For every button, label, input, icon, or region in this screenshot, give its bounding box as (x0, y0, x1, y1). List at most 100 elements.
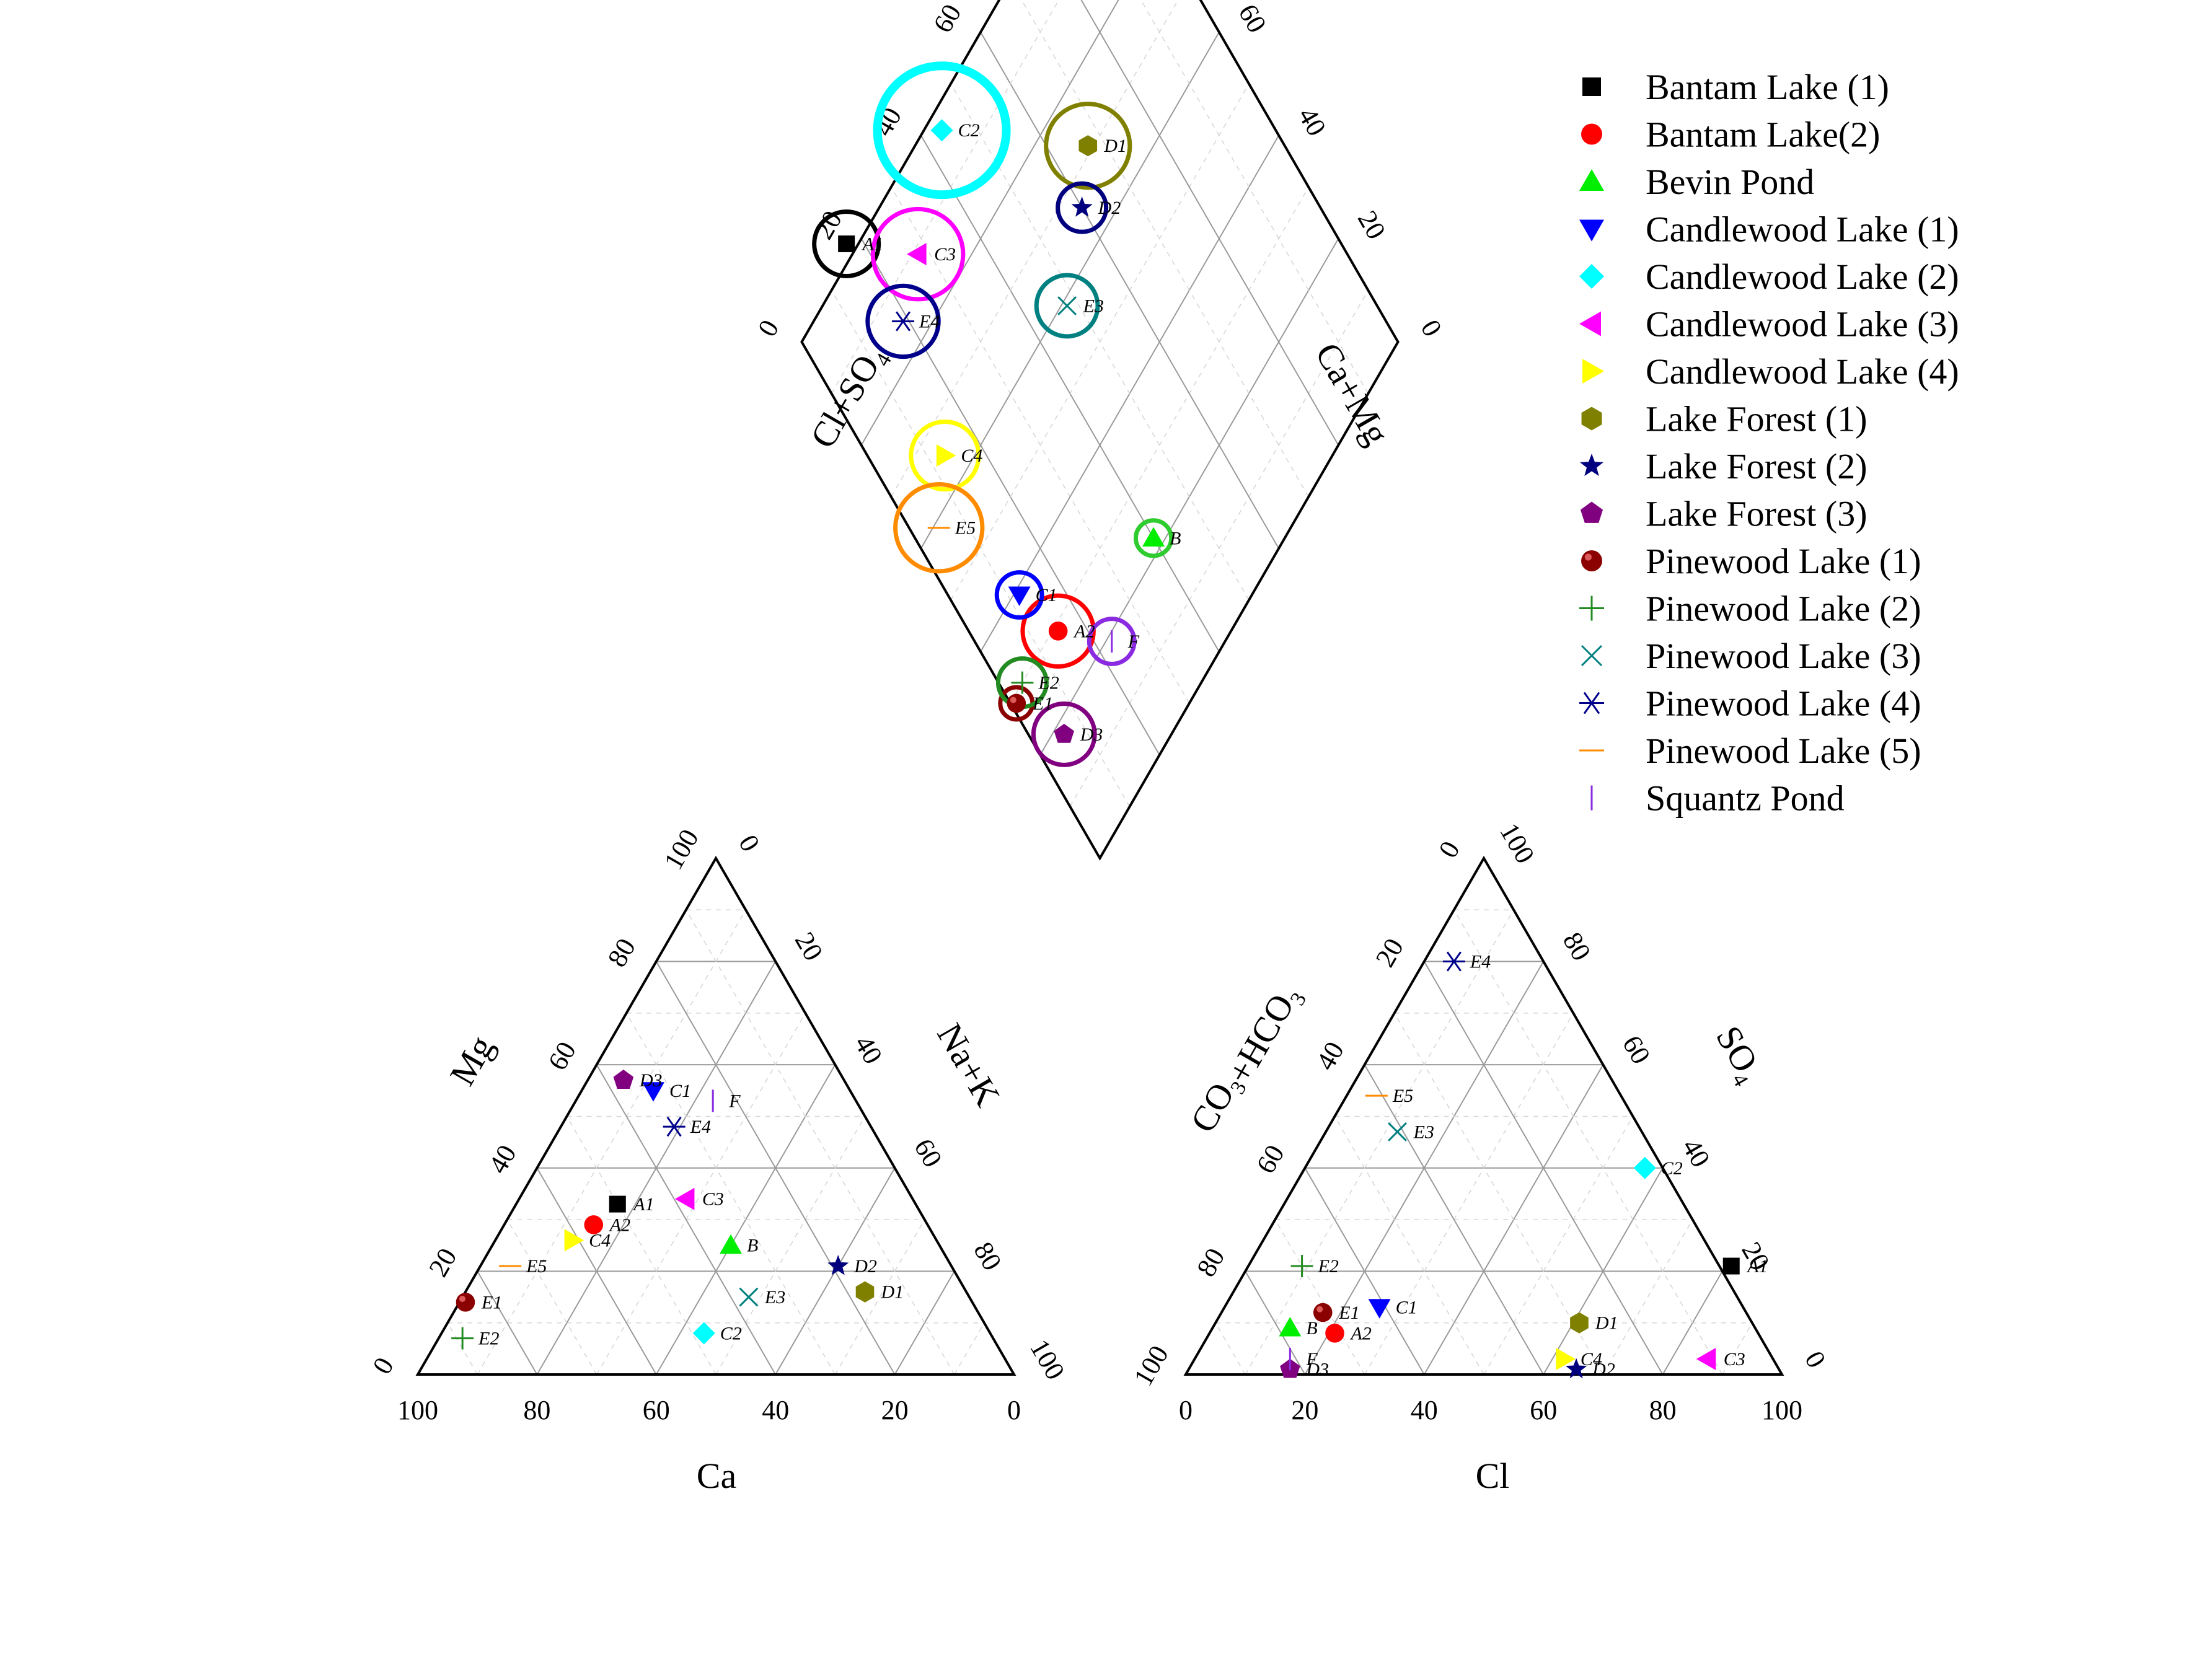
sample-d1-cation-marker (855, 1281, 875, 1303)
anion-bottom-axis-title: Cl (1476, 1456, 1510, 1496)
anion-right-tick-1: 80 (1557, 927, 1597, 966)
cation-grid-line-5-1 (566, 1116, 717, 1375)
cation-grid-line-5-2 (715, 1116, 866, 1375)
sample-d1-diamond-ring (1044, 102, 1132, 190)
sample-c3-cation-marker (674, 1187, 695, 1210)
anion-bottom-tick-5: 100 (1762, 1395, 1802, 1425)
legend-label-11: Pinewood Lake (1) (1646, 541, 1921, 581)
legend-marker-12 (1579, 596, 1604, 621)
sample-e5-diamond-label: E5 (955, 518, 976, 539)
legend-item-14: Pinewood Lake (4) (1579, 684, 1921, 724)
diamond-left-axis-title: Cl+SO4 (802, 348, 896, 454)
sample-f-cation-label: F (728, 1091, 741, 1111)
diamond-right-tick-5: 0 (1415, 315, 1448, 342)
sample-e3-cation-label: E3 (764, 1287, 785, 1308)
sample-d1-diamond-marker (1078, 135, 1098, 157)
anion-bottom-tick-1: 20 (1291, 1395, 1318, 1425)
diamond-grid-line-b9 (1140, 0, 1369, 394)
sample-f-diamond-label: F (1127, 631, 1140, 652)
sample-e1-cation-marker (456, 1293, 475, 1312)
sample-e1-cation-label: E1 (481, 1292, 502, 1313)
sample-c2-diamond-ring (873, 61, 1011, 200)
anion-triangle-frame (1183, 855, 1784, 1376)
sample-d3-diamond-marker (1054, 723, 1075, 743)
sample-e1-anion-label: E1 (1338, 1303, 1359, 1323)
anion-right-tick-0: 100 (1494, 818, 1540, 869)
anion-grid-line-3-1 (1274, 1219, 1365, 1375)
sample-c3-diamond-marker (907, 243, 927, 266)
diamond-grid-line-a8 (860, 0, 1119, 446)
sample-c3-cation-label: C3 (702, 1189, 724, 1210)
legend-label-8: Lake Forest (1) (1646, 399, 1867, 439)
sample-e3-diamond-ring (1034, 273, 1100, 339)
diamond-left-tick-0: 0 (752, 315, 785, 342)
legend-item-5: Candlewood Lake (2) (1579, 257, 1959, 297)
diamond-left-tick-3: 60 (927, 0, 967, 38)
legend-label-15: Pinewood Lake (5) (1646, 731, 1921, 771)
legend-item-16: Squantz Pond (1590, 778, 1845, 819)
anion-right-tick-5: 0 (1799, 1346, 1832, 1373)
anion-grid-line-2-1 (1245, 1270, 1306, 1375)
sample-a1-diamond-label: A1 (862, 234, 883, 254)
cation-bottom-tick-2: 60 (643, 1395, 670, 1425)
diamond-right-tick-3: 40 (1292, 102, 1332, 141)
sample-c4-diamond-marker (936, 444, 956, 467)
cation-grid-line-7-2 (834, 1219, 925, 1375)
legend-marker-13 (1581, 644, 1603, 667)
sample-e3-diamond-label: E3 (1083, 296, 1104, 316)
legend-label-4: Candlewood Lake (1) (1646, 209, 1959, 250)
cation-left-tick-4: 80 (602, 933, 642, 972)
sample-c2-diamond-marker (930, 119, 953, 142)
sample-e5-anion-label: E5 (1392, 1086, 1413, 1106)
anion-left-axis-title: CO3+HCO3 (1183, 987, 1312, 1139)
legend-marker-6 (1579, 311, 1601, 336)
diamond-frame (800, 0, 1400, 861)
sample-e1-diamond-label: E1 (1032, 693, 1053, 714)
sample-b-diamond-marker (1142, 527, 1165, 547)
sample-e5-diamond-ring (893, 482, 985, 574)
sample-d2-cation-label: D2 (853, 1256, 877, 1277)
sample-c1-diamond-label: C1 (1036, 585, 1057, 605)
legend-marker-8 (1581, 407, 1602, 431)
sample-c1-anion-marker (1368, 1299, 1391, 1319)
anion-bottom-tick-2: 40 (1411, 1395, 1438, 1425)
legend-marker-11 (1581, 550, 1602, 571)
cation-grid-line-4-1 (536, 1168, 657, 1375)
sample-a1-anion-marker (1722, 1257, 1740, 1275)
sample-d3-cation-label: D3 (639, 1070, 663, 1091)
sample-c3-anion-marker (1696, 1348, 1716, 1371)
legend-label-9: Lake Forest (2) (1646, 446, 1867, 486)
cation-grid-line-2-1 (477, 1270, 538, 1375)
cation-grid-line-1-2 (477, 909, 746, 1375)
anion-bottom-tick-0: 0 (1179, 1395, 1193, 1425)
sample-c1-cation-marker (642, 1082, 664, 1102)
legend-label-13: Pinewood Lake (3) (1646, 636, 1921, 676)
sample-c2-anion-label: C2 (1661, 1158, 1683, 1179)
sample-e2-anion-marker (1290, 1255, 1313, 1278)
cation-grid-line-3-1 (506, 1219, 598, 1375)
cation-right-axis-title: Na+K (929, 1016, 1008, 1113)
anion-grid-line-5-1 (1334, 1116, 1484, 1375)
anion-grid-line-7-1 (1394, 1013, 1604, 1375)
sample-a1-cation-marker (609, 1195, 626, 1213)
sample-c4-anion-marker (1556, 1348, 1576, 1371)
diamond-grid-line-a9 (831, 0, 1060, 394)
sample-d2-cation-marker (827, 1255, 849, 1275)
anion-grid-line-8-1 (1423, 961, 1664, 1375)
cation-bottom-axis-title: Ca (697, 1456, 736, 1496)
sample-e4-anion-label: E4 (1470, 952, 1491, 972)
sample-e1-diamond-marker-shine (1010, 697, 1016, 703)
sample-a1-anion-label: A1 (1746, 1256, 1768, 1277)
anion-left-tick-1: 80 (1191, 1243, 1230, 1282)
sample-c2-cation-label: C2 (720, 1323, 742, 1344)
sample-c3-anion-label: C3 (1724, 1349, 1745, 1370)
legend-item-1: Bantam Lake (1) (1582, 67, 1889, 107)
sample-b-diamond-label: B (1170, 528, 1181, 548)
legend-marker-7 (1582, 359, 1604, 384)
legend-marker-11-shine (1584, 553, 1592, 561)
sample-e3-cation-marker (739, 1287, 759, 1307)
legend-item-9: Lake Forest (2) (1579, 446, 1867, 486)
anion-bottom-tick-4: 80 (1649, 1395, 1677, 1425)
sample-e1-cation-marker-body (456, 1293, 475, 1312)
